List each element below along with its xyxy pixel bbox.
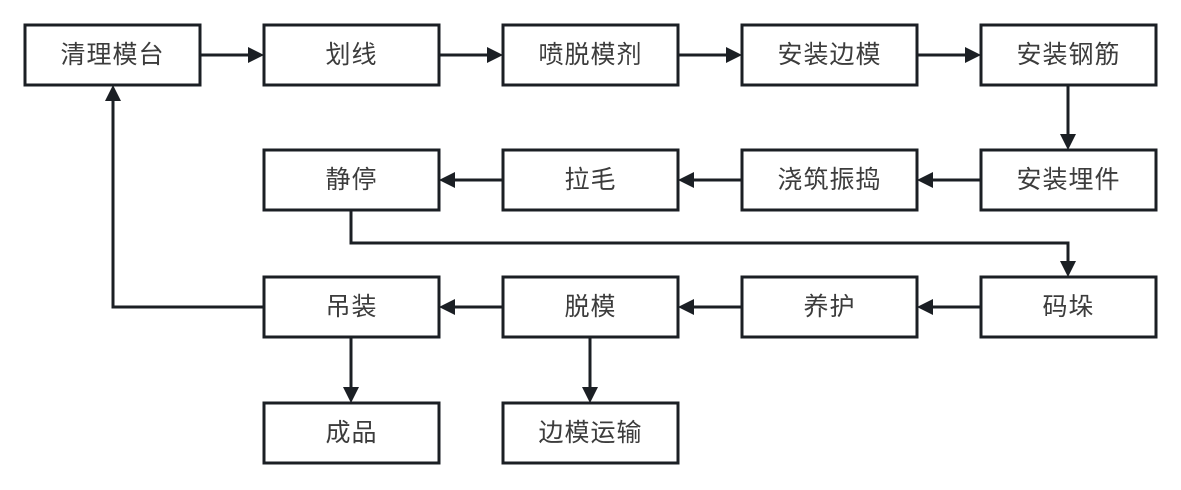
node-label-huaxian: 划线 bbox=[325, 40, 377, 69]
node-qinglimotai[interactable]: 清理模台 bbox=[23, 23, 202, 87]
edge-pentuomoji-to-anzhuangbianmo bbox=[678, 47, 742, 63]
node-jiaozhuzhendao[interactable]: 浇筑振捣 bbox=[740, 148, 919, 212]
edge-jingting-to-maduo bbox=[349, 210, 1076, 277]
node-box-huaxian[interactable] bbox=[262, 23, 441, 87]
node-anzhuanggangjin[interactable]: 安装钢筋 bbox=[979, 23, 1158, 87]
edge-maduo-to-yanghu bbox=[917, 299, 981, 315]
node-label-pentuomoji: 喷脱模剂 bbox=[538, 40, 642, 69]
node-box-chengpin[interactable] bbox=[262, 401, 441, 465]
node-box-lamao[interactable] bbox=[501, 148, 680, 212]
edge-tuomo-to-diaozhuang bbox=[439, 299, 503, 315]
edge-qinglimotai-to-huaxian bbox=[200, 47, 264, 63]
node-box-pentuomoji[interactable] bbox=[501, 23, 680, 87]
node-pentuomoji[interactable]: 喷脱模剂 bbox=[501, 23, 680, 87]
node-box-anzhuangmaijian[interactable] bbox=[979, 148, 1158, 212]
node-label-qinglimotai: 清理模台 bbox=[60, 40, 164, 69]
node-box-anzhuanggangjin[interactable] bbox=[979, 23, 1158, 87]
edge-anzhuangmaijian-to-jiaozhuzhendao bbox=[917, 172, 981, 188]
node-label-anzhuanggangjin: 安装钢筋 bbox=[1016, 40, 1120, 69]
node-label-jingting: 静停 bbox=[325, 165, 377, 194]
edge-tuomo-to-bianmoyunshu bbox=[582, 337, 598, 403]
node-tuomo[interactable]: 脱模 bbox=[501, 275, 680, 339]
node-label-tuomo: 脱模 bbox=[564, 292, 616, 321]
node-chengpin[interactable]: 成品 bbox=[262, 401, 441, 465]
node-label-lamao: 拉毛 bbox=[564, 165, 616, 194]
node-box-maduo[interactable] bbox=[979, 275, 1158, 339]
edge-diaozhuang-to-chengpin bbox=[343, 337, 359, 403]
node-label-anzhuangbianmo: 安装边模 bbox=[777, 40, 881, 69]
node-box-bianmoyunshu[interactable] bbox=[501, 401, 680, 465]
node-label-yanghu: 养护 bbox=[803, 292, 855, 321]
node-anzhuangmaijian[interactable]: 安装埋件 bbox=[979, 148, 1158, 212]
edge-anzhuangbianmo-to-anzhuanggangjin bbox=[917, 47, 981, 63]
edge-anzhuanggangjin-to-anzhuangmaijian bbox=[1060, 85, 1076, 150]
node-box-anzhuangbianmo[interactable] bbox=[740, 23, 919, 87]
node-box-jingting[interactable] bbox=[262, 148, 441, 212]
edge-lamao-to-jingting bbox=[439, 172, 503, 188]
node-diaozhuang[interactable]: 吊装 bbox=[262, 275, 441, 339]
node-box-jiaozhuzhendao[interactable] bbox=[740, 148, 919, 212]
node-anzhuangbianmo[interactable]: 安装边模 bbox=[740, 23, 919, 87]
node-bianmoyunshu[interactable]: 边模运输 bbox=[501, 401, 680, 465]
node-layer: 清理模台 划线 喷脱模剂 安装边模 安装钢筋 安装埋件 bbox=[23, 23, 1158, 465]
node-yanghu[interactable]: 养护 bbox=[740, 275, 919, 339]
node-label-diaozhuang: 吊装 bbox=[325, 292, 377, 321]
node-maduo[interactable]: 码垛 bbox=[979, 275, 1158, 339]
node-label-maduo: 码垛 bbox=[1042, 292, 1094, 321]
node-label-bianmoyunshu: 边模运输 bbox=[538, 418, 642, 447]
node-huaxian[interactable]: 划线 bbox=[262, 23, 441, 87]
node-label-anzhuangmaijian: 安装埋件 bbox=[1016, 165, 1120, 194]
node-box-yanghu[interactable] bbox=[740, 275, 919, 339]
edge-jiaozhuzhendao-to-lamao bbox=[678, 172, 742, 188]
edge-huaxian-to-pentuomoji bbox=[439, 47, 503, 63]
edge-layer bbox=[105, 47, 1076, 403]
edge-diaozhuang-to-qinglimotai-feedback bbox=[105, 85, 264, 309]
node-box-tuomo[interactable] bbox=[501, 275, 680, 339]
node-lamao[interactable]: 拉毛 bbox=[501, 148, 680, 212]
node-box-qinglimotai[interactable] bbox=[23, 23, 202, 87]
node-jingting[interactable]: 静停 bbox=[262, 148, 441, 212]
node-label-jiaozhuzhendao: 浇筑振捣 bbox=[777, 165, 881, 194]
node-label-chengpin: 成品 bbox=[325, 418, 377, 447]
node-box-diaozhuang[interactable] bbox=[262, 275, 441, 339]
edge-yanghu-to-tuomo bbox=[678, 299, 742, 315]
